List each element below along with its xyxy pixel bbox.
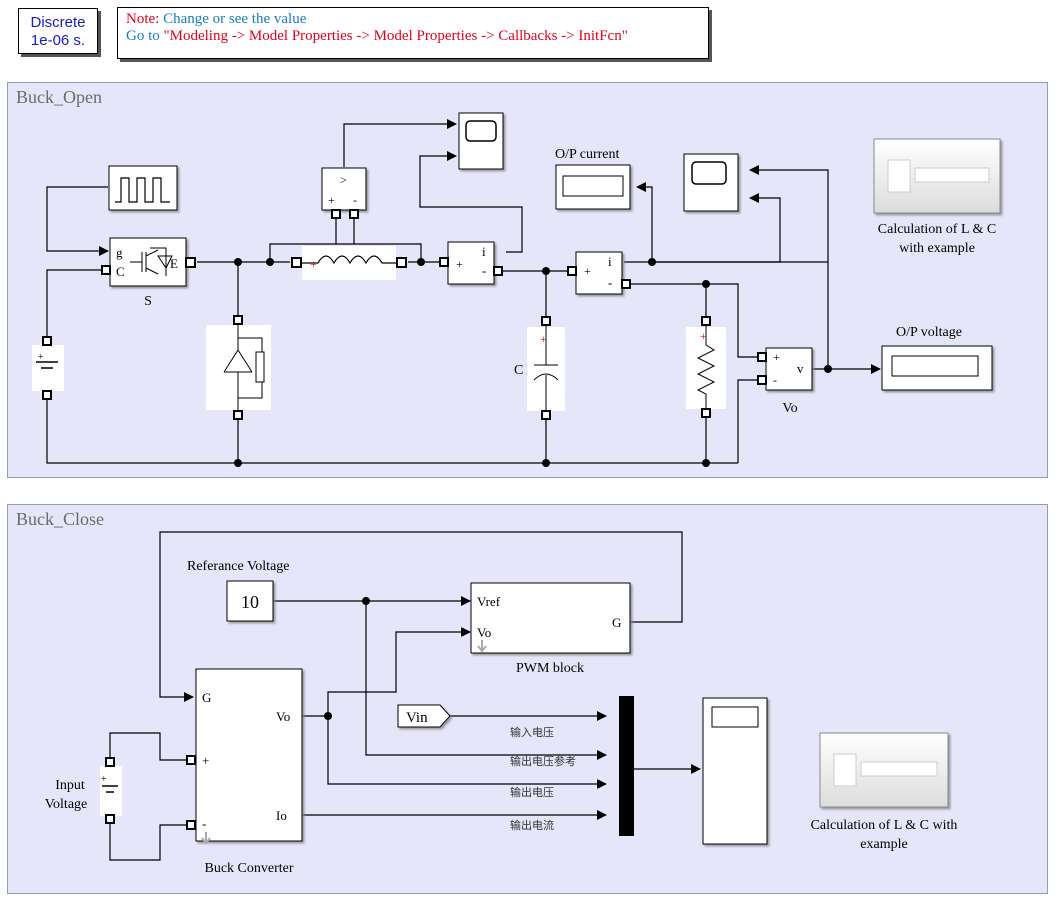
buck-open-title: Buck_Open <box>16 87 102 107</box>
buck-close-title: Buck_Close <box>16 509 104 529</box>
voltage-measurement-block[interactable]: + - v Vo <box>757 347 813 416</box>
signal-label-2: 输出电压参考 <box>510 754 576 768</box>
reference-constant-block[interactable]: Referance Voltage 10 <box>187 559 290 622</box>
scope-inductor-block[interactable] <box>458 112 504 170</box>
diode-block[interactable] <box>206 315 271 420</box>
calc-open-label-2: with example <box>899 241 975 256</box>
ref-value: 10 <box>241 592 259 612</box>
signal-label-3: 输出电压 <box>510 785 554 799</box>
switch-port-c: C <box>116 264 125 279</box>
pwm-label: PWM block <box>516 661 584 676</box>
op-voltage-display[interactable]: O/P voltage <box>881 325 993 391</box>
vin-from-tag[interactable]: Vin <box>397 704 451 728</box>
conv-port-io: Io <box>276 808 287 823</box>
conv-label: Buck Converter <box>204 861 293 876</box>
powergui-block[interactable]: Discrete 1e-06 s. <box>18 8 98 54</box>
buck-open-junctions <box>234 258 832 467</box>
calc-block-open[interactable]: Calculation of L & C with example <box>873 138 1001 256</box>
pwm-block[interactable]: Vref Vo G PWM block <box>470 582 631 676</box>
pulse-generator-block[interactable] <box>108 165 178 211</box>
buck-close-wires <box>109 531 701 861</box>
powergui-sample-time: 1e-06 s. <box>30 32 86 49</box>
relational-operator-block[interactable]: > + - <box>321 167 367 219</box>
capacitor-block[interactable]: + C <box>514 316 565 420</box>
buck-close-junctions <box>324 597 370 720</box>
svg-text:+: + <box>700 329 707 343</box>
svg-text:+: + <box>540 332 547 346</box>
cm1-port: i <box>482 244 486 259</box>
vin-tag: Vin <box>406 710 428 726</box>
calc-open-label-1: Calculation of L & C <box>878 222 996 237</box>
calc-close-label-1: Calculation of L & C with <box>811 818 958 833</box>
op-current-label: O/P current <box>555 147 620 162</box>
vm-port: v <box>797 361 804 376</box>
conv-port-minus: - <box>202 816 206 831</box>
svg-text:-: - <box>353 193 357 207</box>
vo-label: Vo <box>782 401 797 416</box>
note-annotation[interactable]: Note: Change or see the value Go to "Mod… <box>117 7 709 59</box>
powergui-mode: Discrete <box>30 14 86 31</box>
scope-output-block[interactable] <box>683 153 739 212</box>
switch-port-g: g <box>116 245 123 260</box>
svg-text:+: + <box>38 352 44 363</box>
svg-text:+: + <box>101 774 107 785</box>
buck-close-area[interactable]: Buck_Close <box>7 504 1048 894</box>
dc-source-open[interactable]: + <box>32 336 64 400</box>
inductor-block[interactable]: + <box>291 246 407 280</box>
op-voltage-label: O/P voltage <box>896 325 962 340</box>
svg-text:-: - <box>773 373 777 387</box>
gt-symbol: > <box>340 173 347 187</box>
scope-close-block[interactable] <box>702 697 768 845</box>
igbt-switch-block[interactable]: g C E S <box>101 237 196 309</box>
signal-label-1: 输入电压 <box>510 725 554 739</box>
input-label-1: Input <box>55 778 85 793</box>
current-measurement-1[interactable]: + i - <box>439 241 503 285</box>
svg-text:+: + <box>310 257 317 271</box>
pwm-in-vref: Vref <box>477 594 501 609</box>
pwm-in-vo: Vo <box>477 625 491 640</box>
conv-port-g: G <box>202 690 211 705</box>
svg-text:+: + <box>584 264 591 278</box>
note-prefix: Note: <box>126 11 160 27</box>
pwm-out-g: G <box>612 615 621 630</box>
resistor-block[interactable]: + <box>686 316 726 418</box>
svg-text:+: + <box>773 350 780 364</box>
mux-block[interactable] <box>619 696 634 836</box>
input-label-2: Voltage <box>45 797 88 812</box>
svg-text:-: - <box>482 263 486 278</box>
calc-block-close[interactable]: Calculation of L & C with example <box>811 732 958 852</box>
svg-text:-: - <box>608 275 612 290</box>
note-goto: Go to <box>126 28 160 44</box>
signal-label-4: 输出电流 <box>510 818 554 832</box>
current-measurement-2[interactable]: + i - <box>567 251 631 295</box>
calc-close-label-2: example <box>860 837 907 852</box>
svg-text:+: + <box>456 257 463 271</box>
note-path: "Modeling -> Model Properties -> Model P… <box>159 28 628 44</box>
cap-label: C <box>514 363 523 378</box>
conv-port-plus: + <box>202 753 209 768</box>
ref-label: Referance Voltage <box>187 559 290 574</box>
svg-text:+: + <box>328 193 335 207</box>
switch-port-e: E <box>170 256 178 271</box>
op-current-display[interactable]: O/P current <box>555 147 631 210</box>
cm2-port: i <box>608 254 612 269</box>
conv-port-vo: Vo <box>276 709 290 724</box>
buck-converter-block[interactable]: G + - Vo Io Buck Converter <box>186 668 303 876</box>
note-line1: Change or see the value <box>159 11 307 27</box>
dc-source-close[interactable]: + Input Voltage <box>45 757 122 824</box>
switch-label: S <box>144 294 152 309</box>
